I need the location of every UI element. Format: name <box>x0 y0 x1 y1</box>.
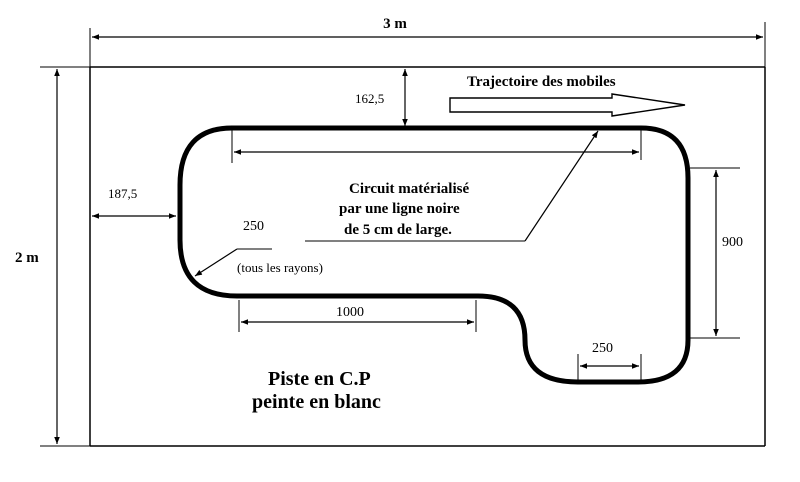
trajectory-label: Trajectoire des mobiles <box>467 74 616 90</box>
left-margin-label: 187,5 <box>108 186 137 201</box>
piste-line-2: peinte en blanc <box>252 391 381 413</box>
board-outline <box>40 22 766 447</box>
radius-value: 250 <box>243 219 264 234</box>
right-height-dimension: 900 <box>690 167 743 339</box>
width-dimension: 3 m <box>92 16 763 40</box>
circuit-description: Circuit matérialisé par une ligne noire … <box>339 181 469 238</box>
top-margin-dimension: 162,5 <box>355 69 408 126</box>
bottom-radius-dimension: 250 <box>577 341 642 384</box>
piste-description: Piste en C.P peinte en blanc <box>252 368 381 413</box>
top-straight-dimension <box>231 128 642 163</box>
trajectory-arrow: Trajectoire des mobiles <box>449 74 686 117</box>
height-dimension: 2 m <box>15 69 60 444</box>
width-label: 3 m <box>383 16 407 32</box>
circuit-line-2: par une ligne noire <box>339 201 460 217</box>
height-label: 2 m <box>15 250 39 266</box>
radius-note: 250 (tous les rayons) <box>194 219 323 277</box>
circuit-leader <box>305 130 599 242</box>
bottom-straight-dimension: 1000 <box>238 300 477 332</box>
left-margin-dimension: 187,5 <box>92 186 176 219</box>
top-margin-label: 162,5 <box>355 91 384 106</box>
circuit-line-1: Circuit matérialisé <box>349 181 469 197</box>
circuit-line-3: de 5 cm de large. <box>344 222 452 238</box>
right-height-label: 900 <box>722 235 743 250</box>
piste-line-1: Piste en C.P <box>268 368 371 390</box>
radius-note-label: (tous les rayons) <box>237 260 323 275</box>
track-path <box>177 125 691 385</box>
bottom-radius-label: 250 <box>592 341 613 356</box>
bottom-straight-label: 1000 <box>336 305 364 320</box>
